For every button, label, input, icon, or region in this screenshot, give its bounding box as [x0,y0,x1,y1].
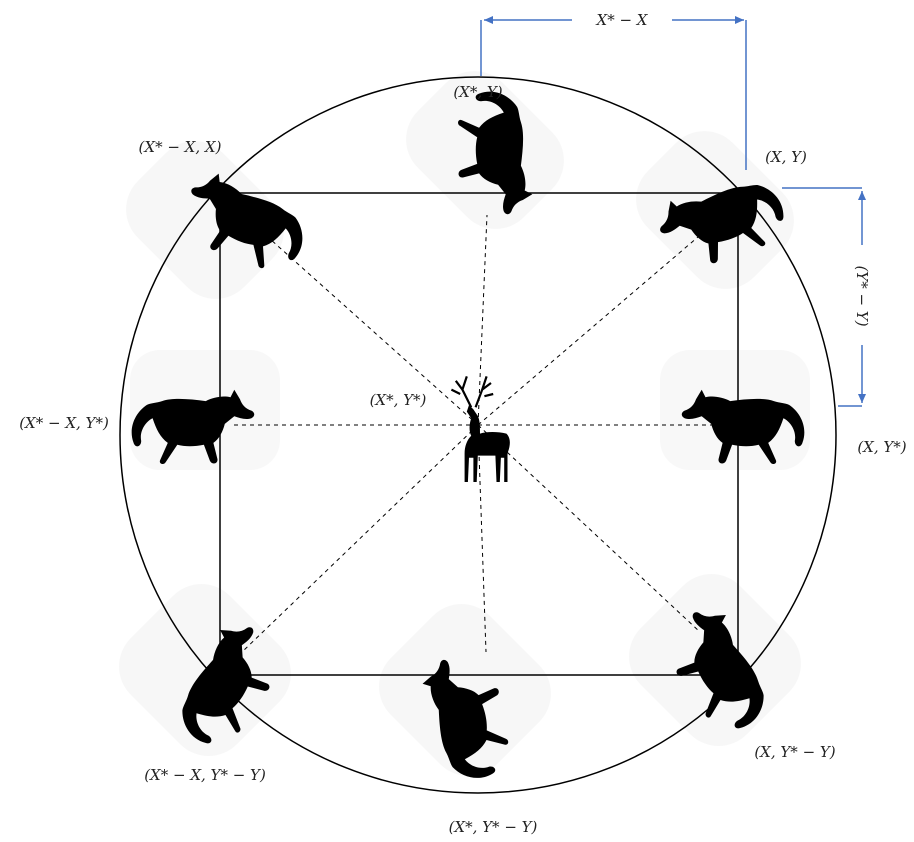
label-middle-right: (X, Y*) [857,438,906,456]
vertical-dimension [782,187,866,407]
label-top-right: (X, Y) [765,148,807,166]
label-top-left: (X* − X, X) [139,138,222,156]
deer-prey-icon [450,375,511,484]
label-top-center: (X*, Y) [453,83,502,101]
encircling-boundary [119,76,837,794]
label-bottom-left: (X* − X, Y* − Y) [144,766,266,784]
horizontal-dimension [480,16,747,170]
label-horizontal-dimension: X* − X [596,11,649,29]
label-center: (X*, Y*) [370,391,427,409]
label-bottom-right: (X, Y* − Y) [754,743,835,761]
label-middle-left: (X* − X, Y*) [19,414,109,432]
dashed-rays [230,204,728,653]
label-bottom-center: (X*, Y* − Y) [449,818,538,836]
label-vertical-dimension: (Y* − Y) [853,265,871,326]
